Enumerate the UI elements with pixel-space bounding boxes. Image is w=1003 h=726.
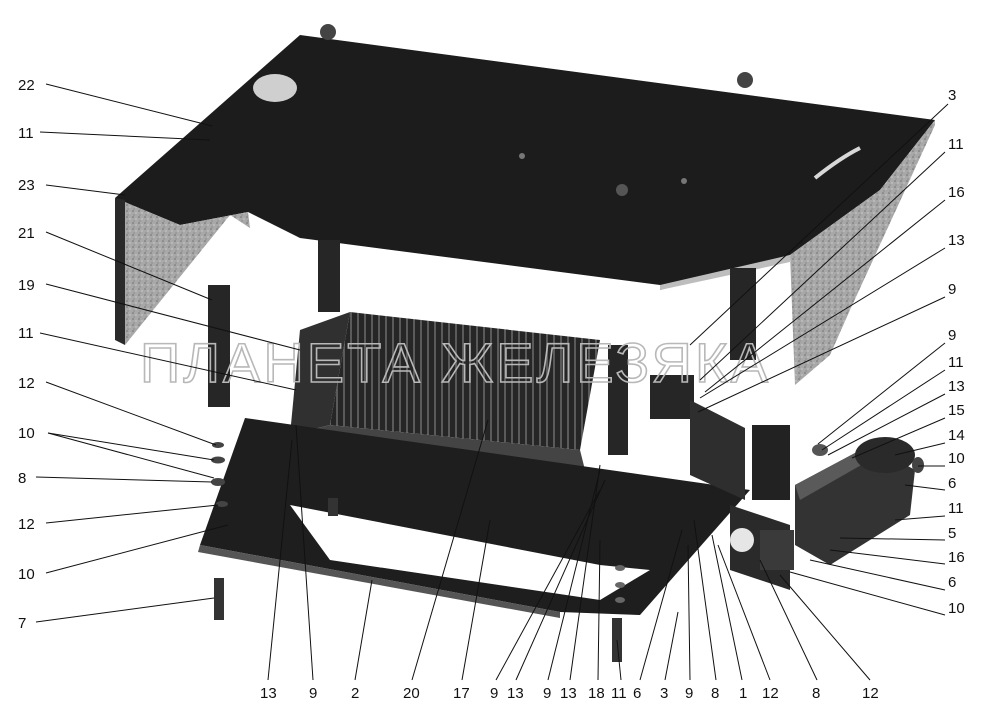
callout-label: 12 <box>18 375 35 392</box>
callout-label: 9 <box>490 685 498 702</box>
callouts-right: 3 11 16 13 9 9 11 13 15 14 10 6 11 5 16 … <box>948 87 965 617</box>
callout-label: 6 <box>633 685 641 702</box>
callout-label: 8 <box>18 470 26 487</box>
washer-icon <box>211 456 225 464</box>
callout-label: 7 <box>18 615 26 632</box>
right-assembly <box>650 375 915 590</box>
nut-icon <box>912 457 924 473</box>
bolt-icon <box>328 498 338 516</box>
callout-label: 8 <box>812 685 820 702</box>
cover-bolt-icon <box>737 72 753 88</box>
washer-icon <box>615 582 625 588</box>
callout-label: 12 <box>762 685 779 702</box>
callout-label: 9 <box>685 685 693 702</box>
callout-label: 1 <box>739 685 747 702</box>
leader-lines <box>35 83 949 681</box>
watermark: ПЛАНЕТА ЖЕЛЕЗЯКА <box>140 331 771 394</box>
callout-label: 13 <box>948 232 965 249</box>
callout-label: 11 <box>611 685 627 702</box>
callout-label: 18 <box>588 685 605 702</box>
callout-label: 11 <box>18 125 34 142</box>
callouts-bottom: 13 9 2 20 17 9 13 9 13 18 11 6 3 9 8 1 1… <box>260 685 879 702</box>
callout-label: 9 <box>309 685 317 702</box>
callout-label: 23 <box>18 177 35 194</box>
callout-label: 11 <box>18 325 34 342</box>
callout-label: 6 <box>948 475 956 492</box>
washer-icon <box>212 442 224 448</box>
callout-label: 10 <box>948 450 965 467</box>
callout-label: 12 <box>18 516 35 533</box>
callout-label: 21 <box>18 225 35 242</box>
callout-label: 19 <box>18 277 35 294</box>
callout-label: 3 <box>660 685 668 702</box>
callout-label: 13 <box>507 685 524 702</box>
nut-icon <box>211 478 225 486</box>
callout-label: 13 <box>560 685 577 702</box>
callout-label: 22 <box>18 77 35 94</box>
callout-label: 13 <box>948 378 965 395</box>
callout-label: 12 <box>862 685 879 702</box>
callout-label: 6 <box>948 574 956 591</box>
cover-bolt-icon <box>320 24 336 40</box>
cover-bolt-icon <box>616 184 628 196</box>
cover-handle-icon <box>813 146 861 180</box>
callout-label: 9 <box>543 685 551 702</box>
callout-label: 9 <box>948 327 956 344</box>
callout-label: 3 <box>948 87 956 104</box>
support-posts <box>208 240 756 455</box>
callouts-left: 22 11 23 21 19 11 12 10 8 12 10 7 <box>18 77 35 632</box>
washer-icon <box>615 565 625 571</box>
callout-label: 20 <box>403 685 420 702</box>
top-cover <box>115 24 935 385</box>
callout-label: 10 <box>18 566 35 583</box>
callout-label: 10 <box>948 600 965 617</box>
callout-label: 8 <box>711 685 719 702</box>
callout-label: 16 <box>948 184 965 201</box>
washer-icon <box>216 501 228 507</box>
callout-label: 5 <box>948 525 956 542</box>
base-frame <box>198 418 750 618</box>
callout-label: 17 <box>453 685 470 702</box>
cover-window-icon <box>253 74 297 102</box>
callout-label: 13 <box>260 685 277 702</box>
callout-label: 16 <box>948 549 965 566</box>
bolt-icon <box>214 578 224 620</box>
callout-label: 15 <box>948 402 965 419</box>
washer-icon <box>812 444 828 456</box>
callout-label: 14 <box>948 427 965 444</box>
callout-label: 2 <box>351 685 359 702</box>
callout-label: 11 <box>948 500 964 517</box>
callout-label: 10 <box>18 425 35 442</box>
washer-icon <box>615 597 625 603</box>
callout-label: 11 <box>948 136 964 153</box>
callout-label: 9 <box>948 281 956 298</box>
callout-label: 11 <box>948 354 964 371</box>
